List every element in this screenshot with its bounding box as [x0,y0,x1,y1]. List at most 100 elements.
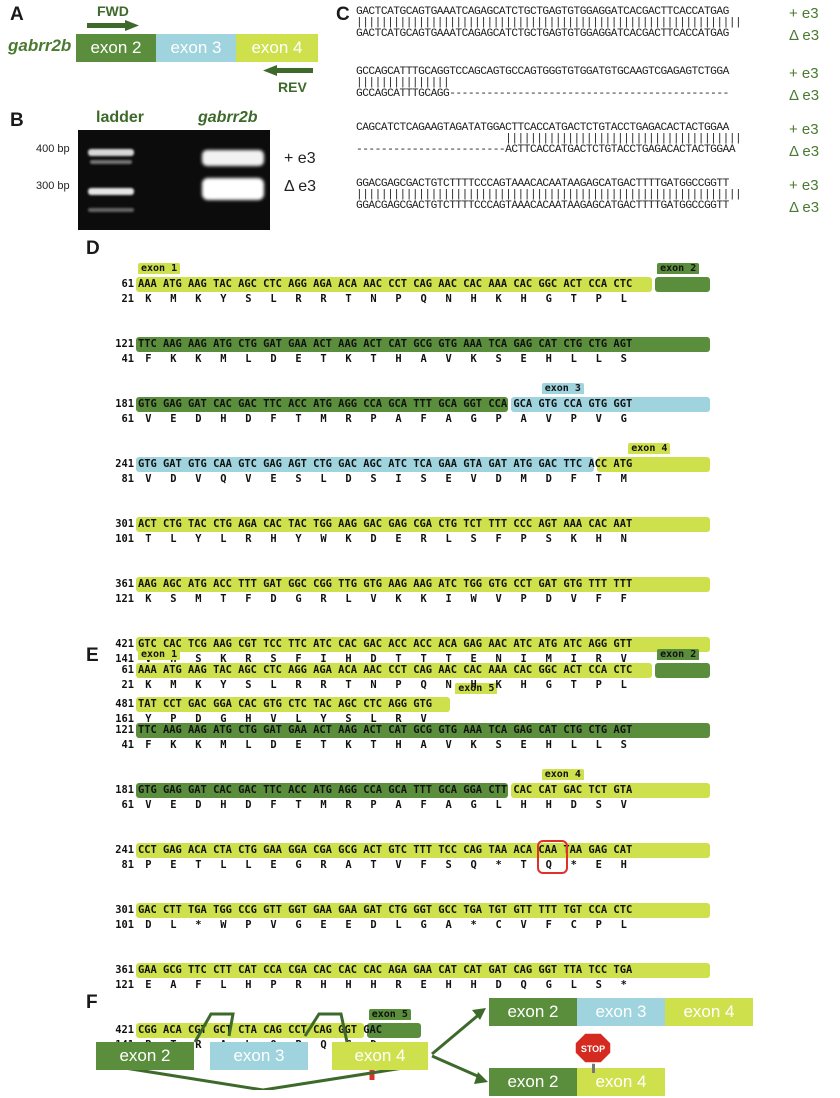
codon-sequence: ACT CTG TAC CTG AGA CAC TAC TGG AAG GAC … [138,518,633,530]
exon-highlight-bar [597,457,710,472]
alignment-bottom-seq: GGACGAGCGACTGTCTTTTCCCAGTAAACACAATAAGAGC… [356,200,729,212]
plus-e3-label-b: + e3 [284,150,316,167]
aa-position-number: 141 [115,653,134,665]
codon-sequence: GTG GAG GAT CAC GAC TTC ACC ATG AGG CCA … [138,398,633,410]
ladder-band-400 [88,149,134,156]
exon-highlight-bar [136,723,710,738]
plus-e3-label-c: + e3 [789,177,819,194]
codon-sequence: TAT CCT GAC GGA CAC GTG CTC TAC AGC CTC … [138,698,433,710]
delta-e3-label-c: Δ e3 [789,143,820,160]
codon-sequence: TTC AAG AAG ATG CTG GAT GAA ACT AAG ACT … [138,338,633,350]
gene-lane-label: gabrr2b [198,109,258,126]
aa-position-number: 41 [121,739,134,751]
exon-highlight-bar [136,843,710,858]
aa-position-number: 81 [121,473,134,485]
exon-4-box-f: exon 4 [332,1042,428,1070]
exon-highlight-bar [453,697,479,712]
nt-position-number: 421 [115,638,134,650]
exon-2-box-f: exon 2 [96,1042,194,1070]
exon-label-tag: exon 5 [368,1009,411,1020]
rev-label: REV [278,79,307,95]
nt-position-number: 241 [115,844,134,856]
codon-sequence: CCT GAG ACA CTA CTG GAA GGA CGA GCG ACT … [138,844,633,856]
nt-position-number: 61 [121,664,134,676]
exon-highlight-bar [136,663,652,678]
aa-position-number: 61 [121,799,134,811]
plus-e3-label-c: + e3 [789,65,819,82]
aa-position-number: 121 [115,593,134,605]
band-plus-e3 [202,150,264,166]
panel-label-e: E [86,645,99,666]
codon-sequence: CGG ACA CGT GCT CTA CAG CCT CAG GGT GAC [138,1024,382,1036]
exon-4-box-f-bottom: exon 4 [577,1068,665,1096]
codon-sequence: GTG GAT GTG CAA GTC GAG AGT CTG GAC AGC … [138,458,633,470]
exon-highlight-bar [136,397,508,412]
bp-300-label: 300 bp [36,180,70,192]
amino-acid-sequence: K M K Y S L R R T N P Q N H K H G T P L [145,679,627,691]
amino-acid-sequence: D L * W P V G E E D L G A * C V F C P L [145,919,627,931]
band-delta-e3 [202,178,264,200]
gene-name-a: gabrr2b [8,36,72,55]
panel-label-a: A [10,4,24,25]
exon-3-box-f-top: exon 3 [577,998,665,1026]
exon-highlight-bar [136,277,652,292]
exon-highlight-bar [136,517,710,532]
exon-highlight-bar [136,963,710,978]
codon-sequence: GAA GCG TTC CTT CAT CCA CGA CAC CAC CAC … [138,964,633,976]
aa-position-number: 101 [115,919,134,931]
exon-highlight-bar [136,783,508,798]
amino-acid-sequence: F K K M L D E T K T H A V K S E H L L S [145,353,627,365]
splice-lines [124,1012,404,1090]
exon-label-tag: exon 2 [657,263,700,274]
codon-sequence: GTC CAC TCG AAG CGT TCC TTC ATC CAC GAC … [138,638,633,650]
aa-position-number: 61 [121,413,134,425]
alignment-match-bars: ||||||||||||||||||||||||||||||||||||||||… [356,189,742,201]
alignment-bottom-seq: GACTCATGCAGTGAAATCAGAGCATCTGCTGAGTGTGGAG… [356,28,729,40]
alignment-top-seq: GACTCATGCAGTGAAATCAGAGCATCTGCTGAGTGTGGAG… [356,6,729,18]
exon-highlight-bar [136,637,710,652]
nt-position-number: 121 [115,724,134,736]
panel-label-b: B [10,110,24,131]
aa-position-number: 101 [115,533,134,545]
nt-position-number: 121 [115,338,134,350]
ladder-band-extra [90,160,132,164]
amino-acid-sequence: P E T L L E G R A T V F S Q * T Q * E H [145,859,627,871]
alignment-top-seq: GCCAGCATTTGCAGGTCCAGCAGTGCCAGTGGGTGTGGAT… [356,66,729,78]
exon-label-tag: exon 1 [138,263,181,274]
codon-sequence: AAA ATG AAG TAC AGC CTC AGG AGA ACA AAC … [138,664,633,676]
exon-2-box-f-top: exon 2 [489,998,577,1026]
amino-acid-sequence: K S M T F D G R L V K K I W V P D V F F [145,593,627,605]
nt-position-number: 301 [115,904,134,916]
nt-position-number: 61 [121,278,134,290]
alignment-match-bars: ||||||||||||||||||||||||||||||||||||||||… [356,17,742,29]
amino-acid-sequence: K M K Y S L R R T N P Q N H K H G T P L [145,293,627,305]
panel-label-f: F [86,992,98,1013]
aa-position-number: 41 [121,353,134,365]
delta-e3-label-c: Δ e3 [789,199,820,216]
branch-arrows [431,1008,488,1084]
gel-image [78,130,270,230]
nt-position-number: 481 [115,698,134,710]
bp-400-label: 400 bp [36,143,70,155]
exon-highlight-bar [655,277,710,292]
exon-3-box-a: exon 3 [156,34,236,62]
exon-label-tag: exon 3 [541,383,584,394]
stop-sign-text: STOP [581,1044,605,1054]
exon-3-box-f: exon 3 [210,1042,308,1070]
alignment-top-seq: GGACGAGCGACTGTCTTTTCCCAGTAAACACAATAAGAGC… [356,178,729,190]
exon-4-box-f-top: exon 4 [665,998,753,1026]
alignment-bottom-seq: GCCAGCATTTGCAGG-------------------------… [356,88,729,100]
exon-highlight-bar [510,397,710,412]
plus-e3-label-c: + e3 [789,5,819,22]
exon-highlight-bar [136,697,451,712]
amino-acid-sequence: E A F L H P R H H H R E H H D Q G L S * [145,979,627,991]
aa-position-number: 21 [121,679,134,691]
exon-label-tag: exon 1 [138,649,181,660]
amino-acid-sequence: V E D H D F T M R P A F A G P A V P V G [145,413,627,425]
aa-position-number: 81 [121,859,134,871]
alignment-top-seq: CAGCATCTCAGAAGTAGATATGGACTTCACCATGACTCTG… [356,122,729,134]
codon-sequence: AAA ATG AAG TAC AGC CTC AGG AGA ACA AAC … [138,278,633,290]
exon-highlight-bar [655,663,710,678]
ladder-band-300 [88,188,134,195]
stop-sign-icon: STOP [574,1032,612,1073]
